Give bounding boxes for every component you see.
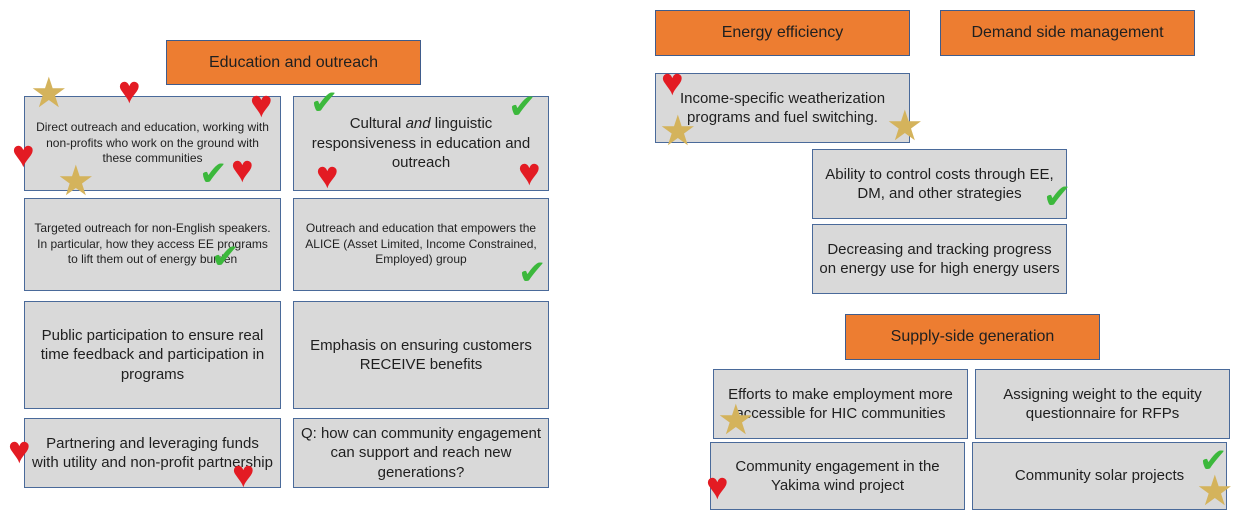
cultural-responsiveness-note: Cultural and linguistic responsiveness i… (293, 96, 549, 191)
partnering-note: Partnering and leveraging funds with uti… (24, 418, 281, 488)
education-outreach-header: Education and outreach (166, 40, 421, 85)
energy-efficiency-header: Energy efficiency (655, 10, 910, 56)
weight-questionnaire-text: Assigning weight to the equity questionn… (1003, 385, 1202, 423)
tracking-progress-text: Decreasing and tracking progress on ener… (819, 240, 1060, 278)
employment-note: Efforts to make employment more accessib… (713, 369, 968, 439)
cultural-text-pre: Cultural (349, 115, 406, 133)
cultural-responsiveness-text: Cultural and linguistic responsiveness i… (300, 114, 542, 173)
direct-outreach-note: Direct outreach and education, working w… (24, 96, 281, 191)
weatherization-note: Income-specific weatherization programs … (655, 73, 910, 143)
community-solar-note: Community solar projects (972, 442, 1227, 510)
yakima-wind-note: Community engagement in the Yakima wind … (710, 442, 965, 510)
cultural-text-post: linguistic responsiveness in education a… (311, 115, 531, 172)
control-costs-text: Ability to control costs through EE, DM,… (825, 165, 1054, 203)
targeted-outreach-text: Targeted outreach for non-English speake… (34, 221, 271, 267)
employment-text: Efforts to make employment more accessib… (728, 385, 953, 423)
alice-outreach-note: Outreach and education that empowers the… (293, 198, 549, 291)
yakima-wind-text: Community engagement in the Yakima wind … (735, 457, 940, 495)
targeted-outreach-note: Targeted outreach for non-English speake… (24, 198, 281, 291)
emphasis-benefits-note: Emphasis on ensuring customers RECEIVE b… (293, 301, 549, 409)
partnering-text: Partnering and leveraging funds with uti… (32, 434, 273, 472)
alice-outreach-text: Outreach and education that empowers the… (305, 221, 537, 267)
control-costs-note: Ability to control costs through EE, DM,… (812, 149, 1067, 219)
emphasis-benefits-text: Emphasis on ensuring customers RECEIVE b… (310, 336, 532, 374)
demand-side-management-header: Demand side management (940, 10, 1195, 56)
direct-outreach-text: Direct outreach and education, working w… (36, 120, 269, 166)
supply-side-generation-header: Supply-side generation (845, 314, 1100, 360)
public-participation-note: Public participation to ensure real time… (24, 301, 281, 409)
question-note: Q: how can community engagement can supp… (293, 418, 549, 488)
question-text: Q: how can community engagement can supp… (300, 424, 542, 481)
tracking-progress-note: Decreasing and tracking progress on ener… (812, 224, 1067, 294)
weight-questionnaire-note: Assigning weight to the equity questionn… (975, 369, 1230, 439)
community-solar-text: Community solar projects (1014, 467, 1185, 485)
weatherization-text: Income-specific weatherization programs … (679, 89, 886, 127)
cultural-text-and: and (405, 115, 431, 133)
public-participation-text: Public participation to ensure real time… (40, 326, 265, 383)
